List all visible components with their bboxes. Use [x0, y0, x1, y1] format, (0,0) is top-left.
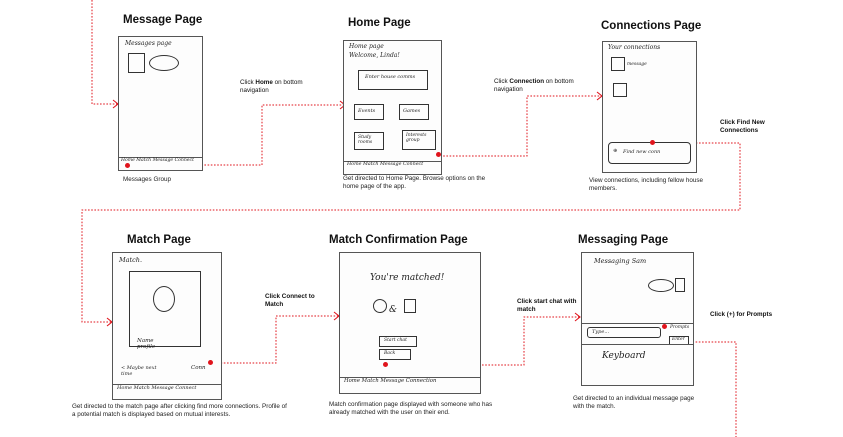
- flow-home-to-connections: [440, 95, 602, 157]
- message-page-title: Message Page: [123, 14, 203, 26]
- flow-entry: [91, 0, 118, 105]
- plus-tap-indicator: [662, 324, 667, 329]
- connections-header: Your connections: [608, 44, 661, 51]
- ampersand: &: [389, 305, 398, 315]
- connection-tap-indicator: [436, 152, 441, 157]
- flow-match-to-confirm: [211, 315, 339, 364]
- bottom-nav[interactable]: Home Match Message Connection: [344, 378, 437, 384]
- matched-heading: You're matched!: [370, 273, 445, 283]
- match-page-caption: Get directed to the match page after cli…: [72, 403, 287, 419]
- keyboard-divider: [582, 344, 693, 345]
- maybe-next-time-button[interactable]: < Maybe next time: [121, 365, 157, 377]
- match-header: Match.: [119, 256, 143, 264]
- home-welcome: Welcome, Linda!: [349, 52, 400, 59]
- nav-divider: [119, 157, 202, 158]
- back-button[interactable]: Back: [379, 349, 411, 360]
- message-bubble: [149, 55, 179, 71]
- arrow-head-6: [574, 312, 581, 322]
- profile-name: Name profile: [137, 338, 156, 350]
- keyboard-area: Keyboard: [602, 351, 646, 361]
- flow-connections-to-match: [81, 142, 741, 323]
- user-figure-1: [373, 299, 387, 313]
- connections-page-sketch: Your connections message ⊕ Find new conn: [602, 41, 697, 173]
- user-figure-2: [404, 299, 416, 313]
- connect-button[interactable]: Conn: [191, 365, 206, 371]
- match-page-title: Match Page: [127, 234, 191, 246]
- profile-head: [153, 286, 175, 312]
- confirm-page-caption: Match confirmation page displayed with s…: [329, 401, 493, 417]
- connections-page-caption: View connections, including fellow house…: [589, 177, 703, 193]
- connection-row-1[interactable]: message: [627, 62, 647, 67]
- match-page-sketch: Match. Name profile < Maybe next time Co…: [112, 252, 222, 400]
- flow-messaging-exit: [686, 341, 737, 437]
- connections-page-title: Connections Page: [601, 20, 702, 32]
- step-5-label: Click start chat with match: [517, 298, 577, 313]
- find-new-connections-button[interactable]: ⊕ Find new conn: [608, 142, 691, 164]
- step-6-label: Click (+) for Prompts: [710, 311, 773, 318]
- bottom-nav[interactable]: Home Match Message Connect: [121, 158, 194, 163]
- confirm-page-sketch: You're matched! & Start chat Back Home M…: [339, 252, 481, 394]
- home-page-sketch: Home page Welcome, Linda! Enter house co…: [343, 40, 442, 175]
- message-page-header: Messages page: [125, 40, 172, 47]
- messaging-page-caption: Get directed to an individual message pa…: [573, 395, 695, 411]
- bottom-nav[interactable]: Home Match Message Connect: [347, 162, 424, 167]
- messaging-header: Messaging Sam: [594, 257, 647, 265]
- home-page-caption: Get directed to Home Page. Browse option…: [343, 175, 486, 191]
- flow-message-to-home: [198, 104, 345, 166]
- message-bubble: [648, 279, 674, 292]
- interests-group-button[interactable]: Interests group: [402, 130, 436, 150]
- messaging-page-sketch: Messaging Sam Type... Prompts Enter Keyb…: [581, 252, 694, 386]
- home-page-title: Home Page: [348, 17, 411, 29]
- games-button[interactable]: Games: [399, 104, 429, 120]
- nav-divider: [340, 377, 480, 378]
- home-tap-indicator: [125, 163, 130, 168]
- messaging-page-title: Messaging Page: [578, 234, 669, 246]
- profile-photo-frame: [129, 271, 201, 347]
- step-3-label: Click Find New Connections: [720, 119, 765, 134]
- study-rooms-button[interactable]: Study rooms: [354, 132, 384, 150]
- message-page-caption: Messages Group: [123, 176, 171, 183]
- step-4-label: Click Connect to Match: [265, 293, 315, 308]
- message-input[interactable]: Type...: [587, 327, 661, 338]
- step-1-label: Click Home on bottom navigation: [240, 79, 303, 94]
- connection-avatar-1: [611, 57, 625, 71]
- enter-house-comms-button[interactable]: Enter house comms: [358, 70, 428, 90]
- divider: [582, 323, 693, 324]
- nav-divider: [344, 161, 441, 162]
- plus-icon: ⊕: [613, 148, 618, 154]
- start-chat-button[interactable]: Start chat: [379, 336, 417, 347]
- start-chat-tap-indicator: [383, 362, 388, 367]
- match-avatar: [675, 278, 685, 292]
- connection-avatar-2: [613, 83, 627, 97]
- find-tap-indicator: [650, 140, 655, 145]
- step-2-label: Click Connection on bottom navigation: [494, 78, 574, 93]
- bottom-nav[interactable]: Home Match Message Connect: [117, 385, 197, 391]
- prompts-button[interactable]: Prompts: [670, 325, 690, 330]
- confirm-page-title: Match Confirmation Page: [329, 234, 468, 246]
- nav-divider: [113, 384, 221, 385]
- avatar-placeholder: [128, 53, 145, 73]
- home-page-header: Home page: [349, 43, 384, 50]
- events-button[interactable]: Events: [354, 104, 384, 120]
- connect-tap-indicator: [208, 360, 213, 365]
- message-page-sketch: Messages page Home Match Message Connect: [118, 36, 203, 171]
